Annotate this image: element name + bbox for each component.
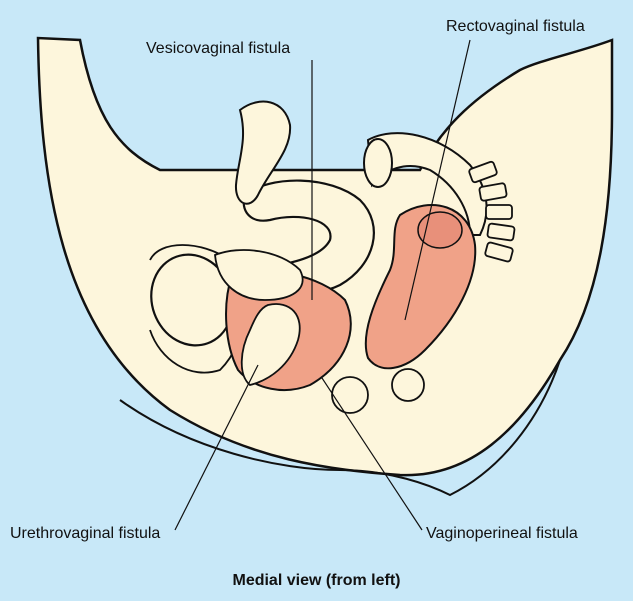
label-urethrovaginal-fistula: Urethrovaginal fistula [10, 525, 160, 543]
figure-caption: Medial view (from left) [0, 572, 633, 590]
label-rectovaginal-fistula: Rectovaginal fistula [446, 18, 585, 36]
rectum-lumen [364, 139, 392, 187]
label-vesicovaginal-fistula: Vesicovaginal fistula [146, 40, 290, 58]
rectal-folds [418, 212, 462, 248]
label-vaginoperineal-fistula: Vaginoperineal fistula [426, 525, 578, 543]
anal-sphincter-left [332, 377, 368, 413]
anal-sphincter-right [392, 369, 424, 401]
